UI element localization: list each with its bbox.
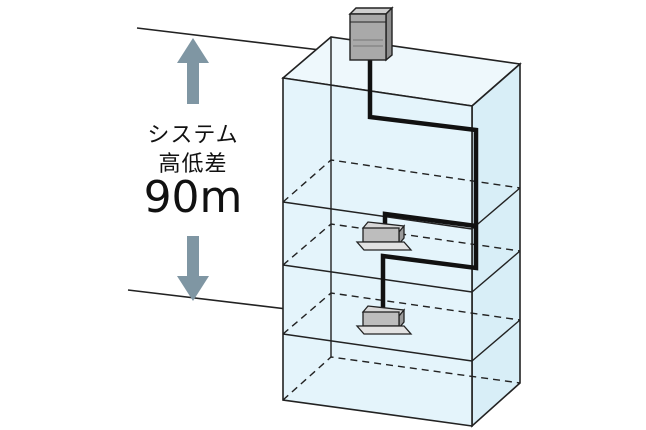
arrow-down-icon <box>177 236 209 301</box>
floor-line-front-3 <box>282 333 473 362</box>
floor-line-side-3 <box>471 319 521 362</box>
floor-line-side-1 <box>471 187 521 230</box>
floor-dashed-2 <box>282 223 521 266</box>
floor-line-side-2 <box>471 250 521 293</box>
indoor-unit-lower <box>355 305 413 335</box>
arrow-up-icon <box>177 38 209 104</box>
indoor-unit-upper <box>355 221 413 251</box>
floor-dashed-4 <box>282 356 521 401</box>
outdoor-unit <box>348 6 394 62</box>
height-difference-label-line1: システム <box>147 123 239 148</box>
refrigerant-pipe-main <box>367 55 479 310</box>
building-front-face <box>282 77 473 427</box>
floor-dashed-3 <box>282 292 521 335</box>
height-difference-value: 90m <box>143 172 243 223</box>
floor-line-front-2 <box>282 264 473 293</box>
building <box>281 36 522 428</box>
floor-dashed-1 <box>282 159 521 203</box>
building-right-face <box>471 62 521 428</box>
height-difference-label-line2: 高低差 <box>158 152 228 177</box>
floor-line-front-1 <box>282 201 473 230</box>
